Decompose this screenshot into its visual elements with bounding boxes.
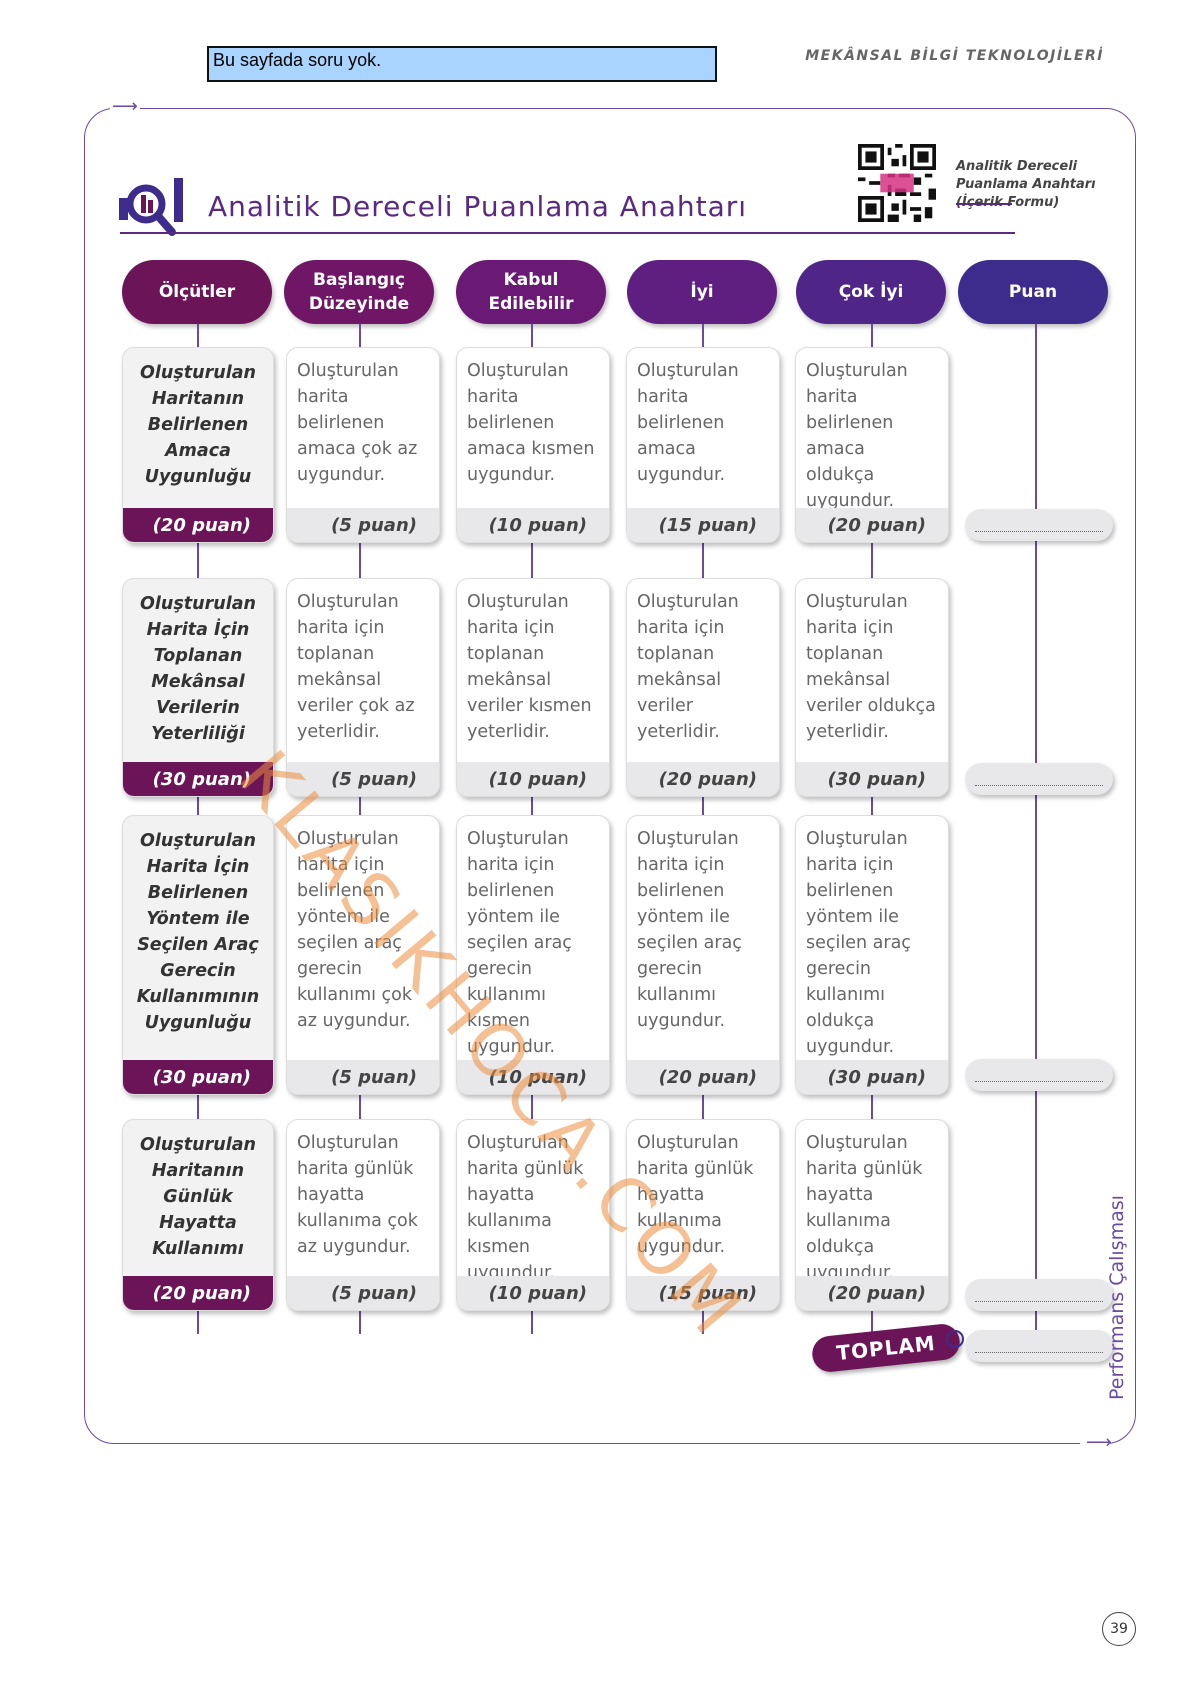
book-title: MEKÂNSAL BİLGİ TEKNOLOJİLERİ bbox=[805, 48, 1104, 64]
criterion-points: (30 puan) bbox=[123, 762, 273, 796]
magnifier-chart-icon bbox=[119, 178, 183, 236]
column-header-baslangic: Başlangıç Düzeyinde bbox=[284, 260, 434, 324]
level-text: Oluşturulan harita için toplanan mekânsa… bbox=[806, 592, 936, 742]
column-header-puan: Puan bbox=[958, 260, 1108, 324]
qr-caption: Analitik Dereceli Puanlama Anahtarı (İçe… bbox=[956, 158, 1096, 212]
section-label: Performans Çalışması bbox=[1106, 1195, 1128, 1400]
score-field[interactable] bbox=[965, 1279, 1113, 1311]
level-points: (10 puan) bbox=[457, 508, 609, 542]
level-card: Oluşturulan harita için toplanan mekânsa… bbox=[795, 578, 949, 797]
level-card: Oluşturulan harita günlük hayatta kullan… bbox=[626, 1119, 780, 1311]
level-text: Oluşturulan harita günlük hayatta kullan… bbox=[806, 1133, 923, 1283]
column-header-label: İyi bbox=[690, 282, 714, 302]
connector-line bbox=[1035, 324, 1037, 1334]
level-points: (20 puan) bbox=[627, 762, 779, 796]
page-number: 39 bbox=[1102, 1612, 1136, 1646]
level-points: (5 puan) bbox=[287, 1276, 439, 1310]
level-points: (10 puan) bbox=[457, 1060, 609, 1094]
level-points: (15 puan) bbox=[627, 1276, 779, 1310]
title-underline bbox=[120, 232, 1015, 234]
column-header-label: Ölçütler bbox=[158, 282, 236, 302]
level-card: Oluşturulan harita belirlenen amaca uygu… bbox=[626, 347, 780, 543]
column-header-cok-iyi: Çok İyi bbox=[796, 260, 946, 324]
level-points: (10 puan) bbox=[457, 762, 609, 796]
level-card: Oluşturulan harita için belirlenen yönte… bbox=[286, 815, 440, 1095]
level-points: (30 puan) bbox=[796, 1060, 948, 1094]
column-header-iyi: İyi bbox=[627, 260, 777, 324]
criterion-points: (30 puan) bbox=[123, 1060, 273, 1094]
column-header-olcutler: Ölçütler bbox=[122, 260, 272, 324]
criterion-text: Oluşturulan Haritanın Günlük Hayatta Kul… bbox=[140, 1135, 256, 1259]
column-header-label: Kabul Edilebilir bbox=[488, 270, 574, 314]
level-text: Oluşturulan harita için toplanan mekânsa… bbox=[297, 592, 415, 742]
qr-underline bbox=[956, 203, 1012, 205]
note-banner: Bu sayfada soru yok. bbox=[207, 46, 717, 82]
criterion-card: Oluşturulan Haritanın Günlük Hayatta Kul… bbox=[122, 1119, 274, 1311]
level-text: Oluşturulan harita için belirlenen yönte… bbox=[806, 829, 911, 1057]
criterion-card: Oluşturulan Harita İçin Toplanan Mekânsa… bbox=[122, 578, 274, 797]
level-card: Oluşturulan harita için toplanan mekânsa… bbox=[626, 578, 780, 797]
arrow-right-icon: ⟶ bbox=[1086, 1432, 1112, 1453]
criterion-text: Oluşturulan Harita İçin Toplanan Mekânsa… bbox=[140, 594, 256, 744]
level-card: Oluşturulan harita günlük hayatta kullan… bbox=[795, 1119, 949, 1311]
level-text: Oluşturulan harita için belirlenen yönte… bbox=[467, 829, 572, 1057]
level-text: Oluşturulan harita günlük hayatta kullan… bbox=[297, 1133, 418, 1257]
score-field[interactable] bbox=[965, 509, 1113, 541]
column-header-label: Başlangıç Düzeyinde bbox=[308, 270, 410, 314]
score-field[interactable] bbox=[965, 763, 1113, 795]
criterion-points: (20 puan) bbox=[123, 1276, 273, 1310]
criterion-card: Oluşturulan Haritanın Belirlenen Amaca U… bbox=[122, 347, 274, 543]
level-points: (20 puan) bbox=[796, 508, 948, 542]
level-text: Oluşturulan harita günlük hayatta kullan… bbox=[637, 1133, 754, 1257]
level-text: Oluşturulan harita için toplanan mekânsa… bbox=[637, 592, 739, 742]
column-header-label: Puan bbox=[1008, 282, 1058, 302]
level-points: (20 puan) bbox=[627, 1060, 779, 1094]
level-text: Oluşturulan harita belirlenen amaca kısm… bbox=[467, 361, 595, 485]
qr-caption-line: Analitik Dereceli bbox=[956, 159, 1078, 174]
level-points: (5 puan) bbox=[287, 762, 439, 796]
frame-gap bbox=[1080, 1436, 1110, 1452]
level-text: Oluşturulan harita için belirlenen yönte… bbox=[297, 829, 413, 1031]
level-text: Oluşturulan harita belirlenen amaca çok … bbox=[297, 361, 418, 485]
level-text: Oluşturulan harita için toplanan mekânsa… bbox=[467, 592, 592, 742]
qr-caption-line: Puanlama Anahtarı bbox=[956, 177, 1096, 192]
level-points: (5 puan) bbox=[287, 508, 439, 542]
criterion-text: Oluşturulan Haritanın Belirlenen Amaca U… bbox=[140, 363, 256, 487]
level-card: Oluşturulan harita için belirlenen yönte… bbox=[795, 815, 949, 1095]
level-text: Oluşturulan harita belirlenen amaca uygu… bbox=[637, 361, 739, 485]
level-card: Oluşturulan harita için toplanan mekânsa… bbox=[456, 578, 610, 797]
frame-gap bbox=[110, 100, 140, 116]
level-text: Oluşturulan harita için belirlenen yönte… bbox=[637, 829, 742, 1031]
level-card: Oluşturulan harita günlük hayatta kullan… bbox=[286, 1119, 440, 1311]
score-field[interactable] bbox=[965, 1059, 1113, 1091]
level-points: (10 puan) bbox=[457, 1276, 609, 1310]
level-card: Oluşturulan harita için toplanan mekânsa… bbox=[286, 578, 440, 797]
level-points: (5 puan) bbox=[287, 1060, 439, 1094]
qr-caption-line: (İçerik Formu) bbox=[956, 195, 1060, 210]
level-points: (30 puan) bbox=[796, 762, 948, 796]
level-card: Oluşturulan harita günlük hayatta kullan… bbox=[456, 1119, 610, 1311]
level-card: Oluşturulan harita belirlenen amaca çok … bbox=[286, 347, 440, 543]
column-header-label: Çok İyi bbox=[838, 282, 904, 302]
criterion-points: (20 puan) bbox=[123, 508, 273, 542]
qr-code-icon[interactable] bbox=[858, 144, 936, 222]
level-card: Oluşturulan harita için belirlenen yönte… bbox=[456, 815, 610, 1095]
criterion-card: Oluşturulan Harita İçin Belirlenen Yönte… bbox=[122, 815, 274, 1095]
level-card: Oluşturulan harita için belirlenen yönte… bbox=[626, 815, 780, 1095]
level-card: Oluşturulan harita belirlenen amaca oldu… bbox=[795, 347, 949, 543]
total-score-field[interactable] bbox=[965, 1330, 1113, 1362]
level-points: (15 puan) bbox=[627, 508, 779, 542]
arrow-right-icon: ⟶ bbox=[112, 96, 138, 117]
level-text: Oluşturulan harita belirlenen amaca oldu… bbox=[806, 361, 908, 511]
tag-ring-icon bbox=[946, 1330, 964, 1348]
level-points: (20 puan) bbox=[796, 1276, 948, 1310]
page-frame bbox=[84, 108, 1136, 1444]
page-title: Analitik Dereceli Puanlama Anahtarı bbox=[208, 190, 748, 223]
column-header-kabul: Kabul Edilebilir bbox=[456, 260, 606, 324]
criterion-text: Oluşturulan Harita İçin Belirlenen Yönte… bbox=[136, 831, 260, 1033]
level-card: Oluşturulan harita belirlenen amaca kısm… bbox=[456, 347, 610, 543]
